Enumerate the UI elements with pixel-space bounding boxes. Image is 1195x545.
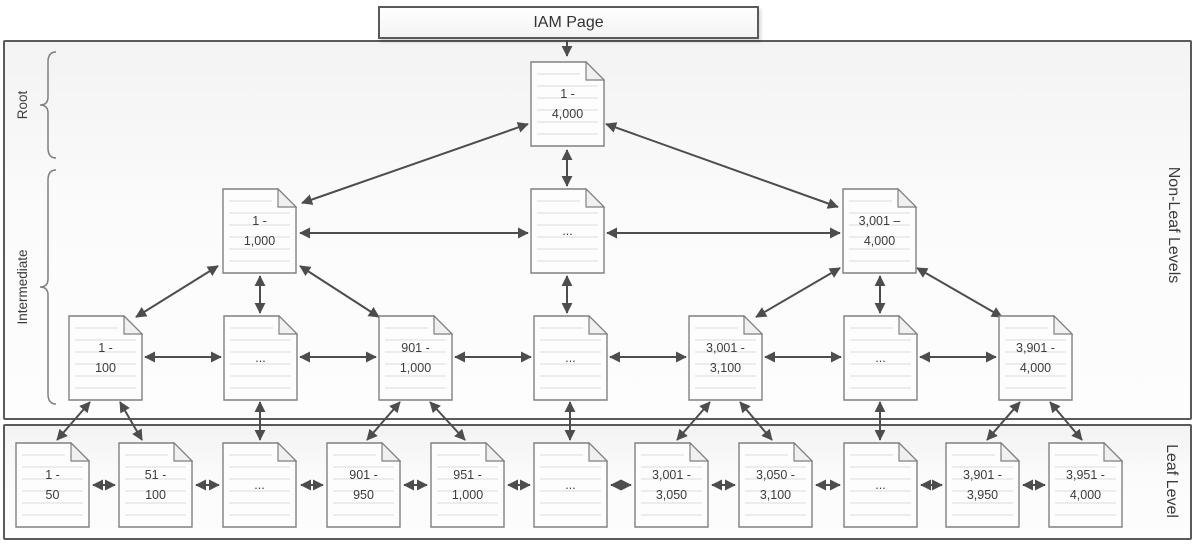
page-node-leaf-3951-4000: 3,951 - 4,000 (1048, 442, 1123, 528)
page-node-label: 3,901 - 4,000 (1016, 341, 1055, 375)
page-node-label: 901 - 1,000 (399, 341, 432, 375)
page-node-label: ... (875, 350, 886, 365)
page-node-label: 3,050 - 3,100 (756, 468, 795, 502)
iam-page-label: IAM Page (533, 13, 604, 31)
page-node-label: 901 - 950 (349, 468, 378, 502)
page-node-leaf-3001-3050: 3,001 - 3,050 (634, 442, 709, 528)
page-node-intermediate-upper-ellipsis: ... (530, 188, 605, 274)
page-node-label: 1 - 100 (95, 341, 116, 375)
page-node-label: ... (565, 477, 576, 492)
page-node-label: ... (255, 350, 266, 365)
page-node-label: ... (254, 477, 265, 492)
page-node-label: 1 - 1,000 (243, 214, 276, 248)
page-node-leaf-ellipsis-3: ... (843, 442, 918, 528)
label-leaf-level: Leaf Level (1163, 444, 1180, 518)
intermediate-brace-icon (39, 169, 57, 405)
iam-page-box: IAM Page (378, 6, 759, 39)
page-node-label: 3,001 - 3,050 (652, 468, 691, 502)
page-node-3001-3100: 3,001 - 3,100 (688, 315, 763, 401)
page-node-3001-4000: 3,001 – 4,000 (842, 188, 917, 274)
page-node-label: ... (875, 477, 886, 492)
page-node-label: 1 - 50 (45, 468, 60, 502)
page-node-1-1000: 1 - 1,000 (222, 188, 297, 274)
page-node-leaf-901-950: 901 - 950 (326, 442, 401, 528)
page-node-intermediate-lower-ellipsis-2: ... (533, 315, 608, 401)
page-node-leaf-3050-3100: 3,050 - 3,100 (738, 442, 813, 528)
page-node-3901-4000: 3,901 - 4,000 (998, 315, 1073, 401)
page-node-leaf-ellipsis-2: ... (533, 442, 608, 528)
page-node-label: 3,951 - 4,000 (1066, 468, 1105, 502)
root-brace-icon (39, 51, 57, 159)
page-node-label: 51 - 100 (144, 468, 167, 502)
label-non-leaf-levels: Non-Leaf Levels (1165, 166, 1182, 284)
page-node-leaf-3901-3950: 3,901 - 3,950 (945, 442, 1020, 528)
page-node-intermediate-lower-ellipsis-1: ... (223, 315, 298, 401)
page-node-label: ... (562, 223, 573, 238)
page-node-root-1-4000: 1 - 4,000 (530, 61, 605, 147)
page-node-leaf-951-1000: 951 - 1,000 (430, 442, 505, 528)
page-node-label: 3,001 - 3,100 (706, 341, 745, 375)
page-node-1-100: 1 - 100 (68, 315, 143, 401)
page-node-leaf-1-50: 1 - 50 (15, 442, 90, 528)
page-node-label: ... (565, 350, 576, 365)
page-node-label: 3,001 – 4,000 (858, 214, 901, 248)
page-node-901-1000: 901 - 1,000 (378, 315, 453, 401)
page-node-intermediate-lower-ellipsis-3: ... (843, 315, 918, 401)
double-arrow-connectors (56, 122, 1083, 491)
page-node-label: 1 - 4,000 (551, 87, 584, 121)
page-node-label: 3,901 - 3,950 (963, 468, 1002, 502)
page-node-label: 951 - 1,000 (451, 468, 484, 502)
label-intermediate-level: Intermediate (14, 249, 30, 325)
page-node-leaf-51-100: 51 - 100 (118, 442, 193, 528)
page-node-leaf-ellipsis-1: ... (222, 442, 297, 528)
